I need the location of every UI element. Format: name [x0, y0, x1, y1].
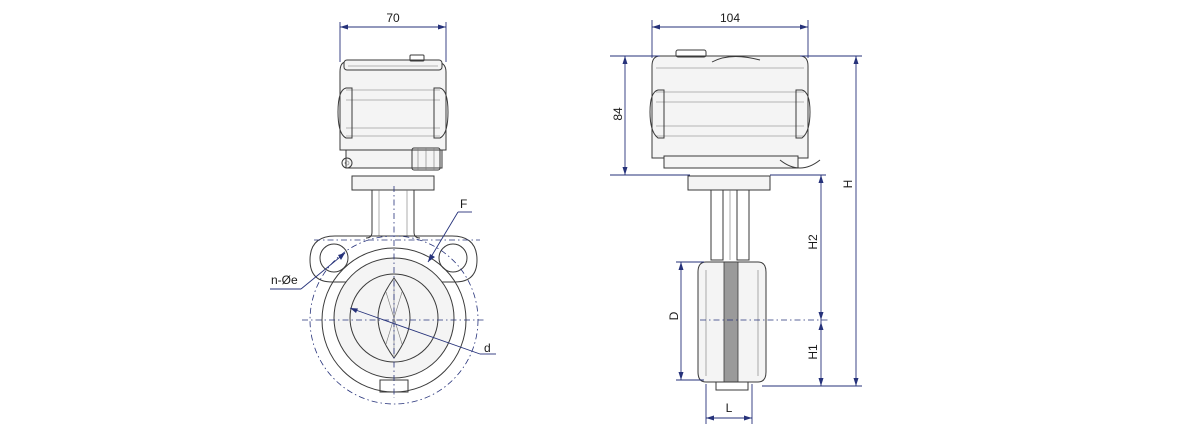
dimension-l: L: [705, 384, 753, 424]
bolt-hole-leader: n-Øe: [270, 252, 346, 290]
lower-height-label: H1: [806, 344, 820, 360]
diameter-label: D: [667, 311, 681, 320]
dimension-70: 70: [339, 11, 447, 62]
dimension-h1: H1: [806, 320, 824, 386]
front-width-label: 70: [386, 11, 400, 25]
front-view: 70 n-Øe F d: [270, 11, 496, 405]
dimension-h2: H2: [770, 174, 826, 320]
side-view: 104 84 H H2: [610, 11, 862, 424]
front-center-lines: [302, 186, 486, 398]
dimension-84: 84: [610, 55, 690, 176]
flange-label: F: [460, 197, 467, 211]
side-actuator: [649, 49, 821, 169]
upper-height-label: H2: [806, 234, 820, 250]
bore-leader: d: [349, 307, 496, 355]
side-neck: [687, 175, 771, 261]
side-valve-body: [697, 261, 767, 391]
front-neck: [351, 175, 435, 239]
bore-label: d: [484, 341, 491, 355]
side-width-label: 104: [720, 11, 740, 25]
bolt-hole-label: n-Øe: [271, 273, 298, 287]
actuator-height-label: 84: [611, 107, 625, 121]
dimension-104: 104: [651, 11, 809, 58]
length-label: L: [726, 401, 733, 415]
flange-leader: F: [427, 197, 472, 263]
front-actuator: [337, 54, 449, 171]
total-height-label: H: [841, 180, 855, 189]
dimension-d: D: [667, 261, 704, 381]
dimension-h: H: [762, 55, 862, 387]
front-lug-body: [309, 235, 478, 283]
